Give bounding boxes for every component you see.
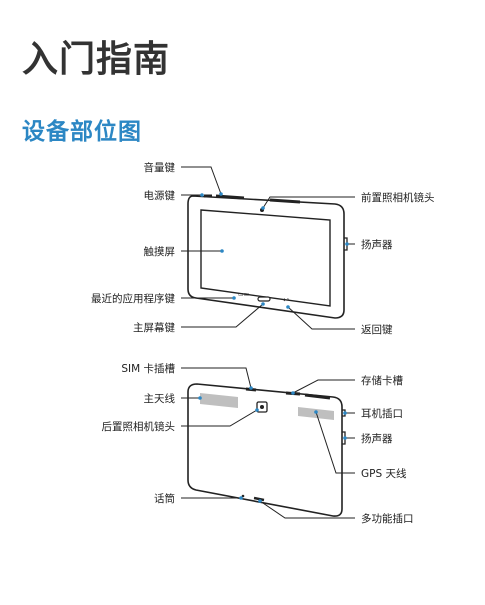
label-power: 电源键 <box>144 189 176 202</box>
multipurpose-jack-shape <box>253 496 265 502</box>
label-back: 返回键 <box>361 323 393 336</box>
label-front-camera: 前置照相机镜头 <box>361 191 435 204</box>
page-title: 入门指南 <box>22 39 171 80</box>
label-multipurpose-jack: 多功能插口 <box>361 512 414 525</box>
label-mic: 话筒 <box>154 492 175 505</box>
front-screen <box>200 209 331 307</box>
leader-back <box>287 306 355 330</box>
front-view: ▭▭ ↩ 音量键 电源键 触摸屏 最近的应用程序键 主屏幕键 前置照相机镜头 扬… <box>91 161 435 336</box>
home-key-shape <box>257 296 271 302</box>
leader-sim <box>181 367 252 389</box>
mic-hole <box>241 494 245 498</box>
top-edge-detail <box>269 198 301 204</box>
label-gps-antenna: GPS 天线 <box>361 467 407 480</box>
label-memory-slot: 存储卡槽 <box>361 374 403 387</box>
volume-button-shape <box>215 194 245 200</box>
label-headset-jack: 耳机插口 <box>361 407 403 420</box>
label-home: 主屏幕键 <box>133 321 175 334</box>
leader-gps <box>315 411 355 474</box>
main-antenna-shape <box>200 393 238 408</box>
leader-multipurpose <box>259 500 355 519</box>
recent-apps-key-icon: ▭▭ <box>238 291 249 298</box>
label-volume: 音量键 <box>144 161 176 174</box>
label-rear-camera: 后置照相机镜头 <box>102 420 176 433</box>
label-touchscreen: 触摸屏 <box>144 245 176 258</box>
leader-rear-camera <box>181 409 258 427</box>
label-sim-slot: SIM 卡插槽 <box>121 362 175 375</box>
rear-tablet-body <box>187 383 343 517</box>
label-speaker-front: 扬声器 <box>361 238 393 251</box>
label-recent-apps: 最近的应用程序键 <box>91 292 175 305</box>
label-main-antenna: 主天线 <box>144 392 176 405</box>
leader-front-camera <box>262 196 355 209</box>
back-key-icon: ↩ <box>283 296 289 304</box>
leader-volume <box>181 166 222 195</box>
leader-home <box>181 303 264 328</box>
section-title: 设备部位图 <box>22 119 142 145</box>
leader-memory <box>292 379 355 394</box>
rear-view: SIM 卡插槽 主天线 后置照相机镜头 话筒 存储卡槽 耳机插口 扬声器 GPS… <box>102 362 414 525</box>
label-speaker-rear: 扬声器 <box>361 432 393 445</box>
top-edge-detail-rear <box>304 393 331 400</box>
